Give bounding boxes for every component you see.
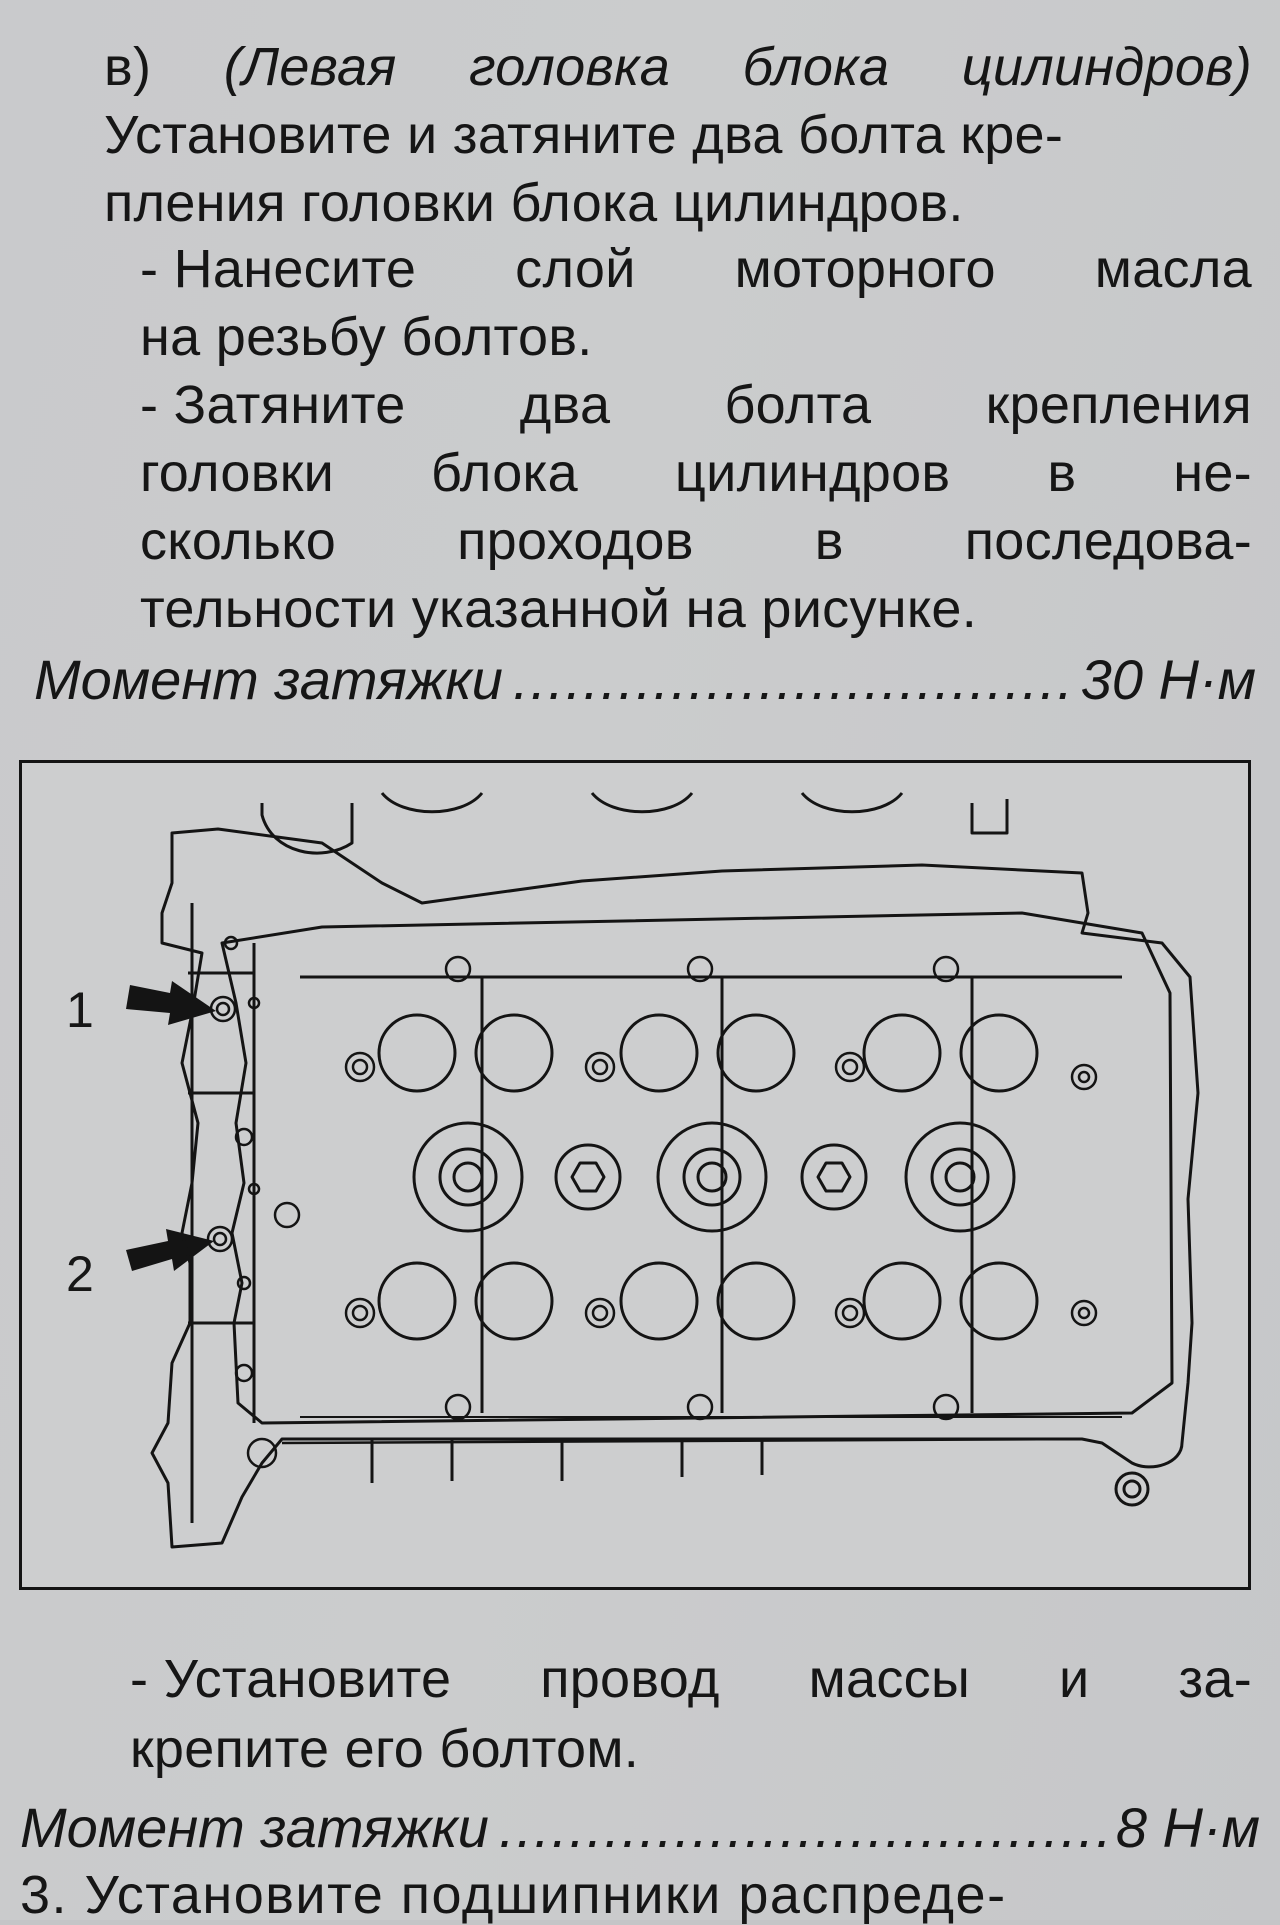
torque-label: Момент затяжки: [34, 648, 503, 711]
doc-line-4: - Нанесите слой моторного масла: [140, 239, 1252, 299]
leader-dots: ........................................…: [498, 1800, 1106, 1856]
callout-2: 2: [66, 1246, 94, 1302]
top-lobe-2: [590, 792, 694, 814]
top-lobe-1: [380, 792, 484, 814]
torque-value: 30 Н·м: [1080, 648, 1256, 711]
torque-label: Момент затяжки: [20, 1796, 489, 1859]
top-profile-left: [260, 803, 354, 855]
doc-line-3: пления головки блока цилиндров.: [104, 173, 964, 233]
torque-spec-1: Момент затяжки .........................…: [34, 652, 1256, 708]
spark-plug-tubes: [412, 1121, 1016, 1233]
head-bolts-hex: [554, 1143, 868, 1211]
head-inner-border: [220, 911, 1174, 1425]
doc-line-6: - Затяните два болта крепления: [140, 375, 1252, 435]
skirt-tabs: [370, 1439, 764, 1483]
valve-bores-bottom: [377, 1261, 1039, 1341]
doc-line-7: головки блока цилиндров в не-: [140, 443, 1252, 503]
doc-line-11: крепите его болтом.: [130, 1719, 640, 1779]
doc-line-9: тельности указанной на рисунке.: [140, 579, 978, 639]
arrow-2-icon: [126, 1229, 214, 1271]
torque-spec-2: Момент затяжки .........................…: [20, 1800, 1260, 1856]
cylinder-head-figure: 1 2: [19, 760, 1251, 1590]
callout-1: 1: [66, 982, 94, 1038]
top-post: [970, 799, 1009, 835]
side-bolts: [344, 1051, 1098, 1329]
arrow-1-icon: [126, 981, 216, 1025]
doc-line-2: Установите и затяните два болта кре-: [104, 105, 1064, 165]
list-marker: в): [104, 37, 152, 97]
doc-line-1: в) (Левая головка блока цилиндров): [104, 37, 1252, 97]
flange-steps: [188, 971, 254, 1325]
head-outline: [150, 827, 1200, 1549]
top-lobe-3: [800, 792, 904, 814]
torque-value: 8 Н·м: [1115, 1796, 1260, 1859]
doc-line-10: - Установите провод массы и за-: [130, 1649, 1252, 1709]
doc-line-12: 3. Установите подшипники распреде-: [20, 1865, 1007, 1925]
cylinder-head-drawing: [126, 792, 1200, 1549]
leader-dots: ........................................…: [512, 652, 1071, 708]
cam-ribs: [300, 975, 1122, 1418]
doc-line-5: на резьбу болтов.: [140, 307, 593, 367]
doc-line-8: сколько проходов в последова-: [140, 511, 1252, 571]
valve-bores-top: [377, 1013, 1039, 1093]
